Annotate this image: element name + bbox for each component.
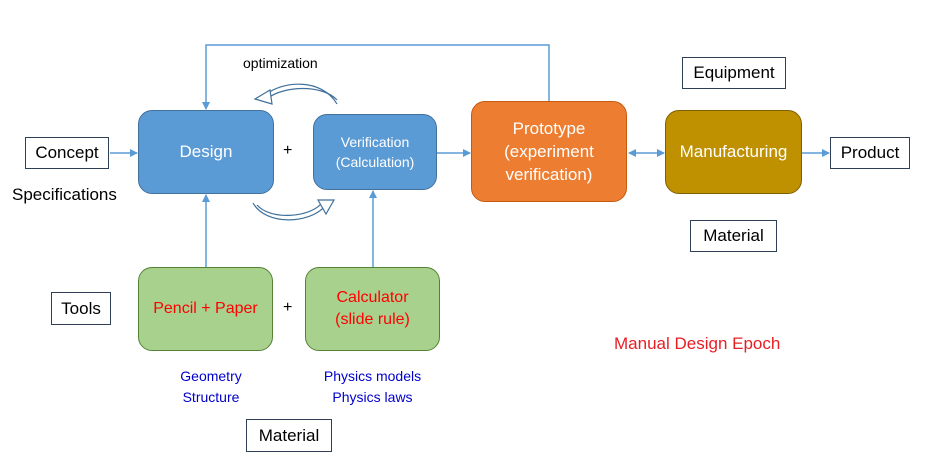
tools-label: Tools xyxy=(51,292,111,325)
epoch-title: Manual Design Epoch xyxy=(614,334,781,353)
physics-text: Physics models Physics laws xyxy=(323,368,422,405)
geometry-structure-text: Geometry Structure xyxy=(180,368,242,405)
concept-label: Concept xyxy=(25,137,109,169)
product-label: Product xyxy=(830,137,910,169)
prototype-box: Prototype (experiment verification) xyxy=(471,101,627,202)
verification-box: Verification (Calculation) xyxy=(313,114,437,190)
calculator-box: Calculator (slide rule) xyxy=(305,267,440,351)
plus-sign-bottom: + xyxy=(283,299,293,316)
equipment-label: Equipment xyxy=(682,57,786,89)
manufacturing-box: Manufacturing xyxy=(665,110,802,194)
material-label-bottom: Material xyxy=(246,419,332,452)
arrow-feedback-loop xyxy=(202,44,550,110)
optimization-text: optimization xyxy=(243,55,318,71)
material-label-top: Material xyxy=(690,220,777,252)
optimization-curve-top xyxy=(253,83,338,105)
pencil-paper-box: Pencil + Paper xyxy=(138,267,273,351)
design-box: Design xyxy=(138,110,274,194)
optimization-curve-bottom xyxy=(252,199,336,221)
specifications-text: Specifications xyxy=(12,185,117,204)
plus-sign-top: + xyxy=(283,142,293,159)
